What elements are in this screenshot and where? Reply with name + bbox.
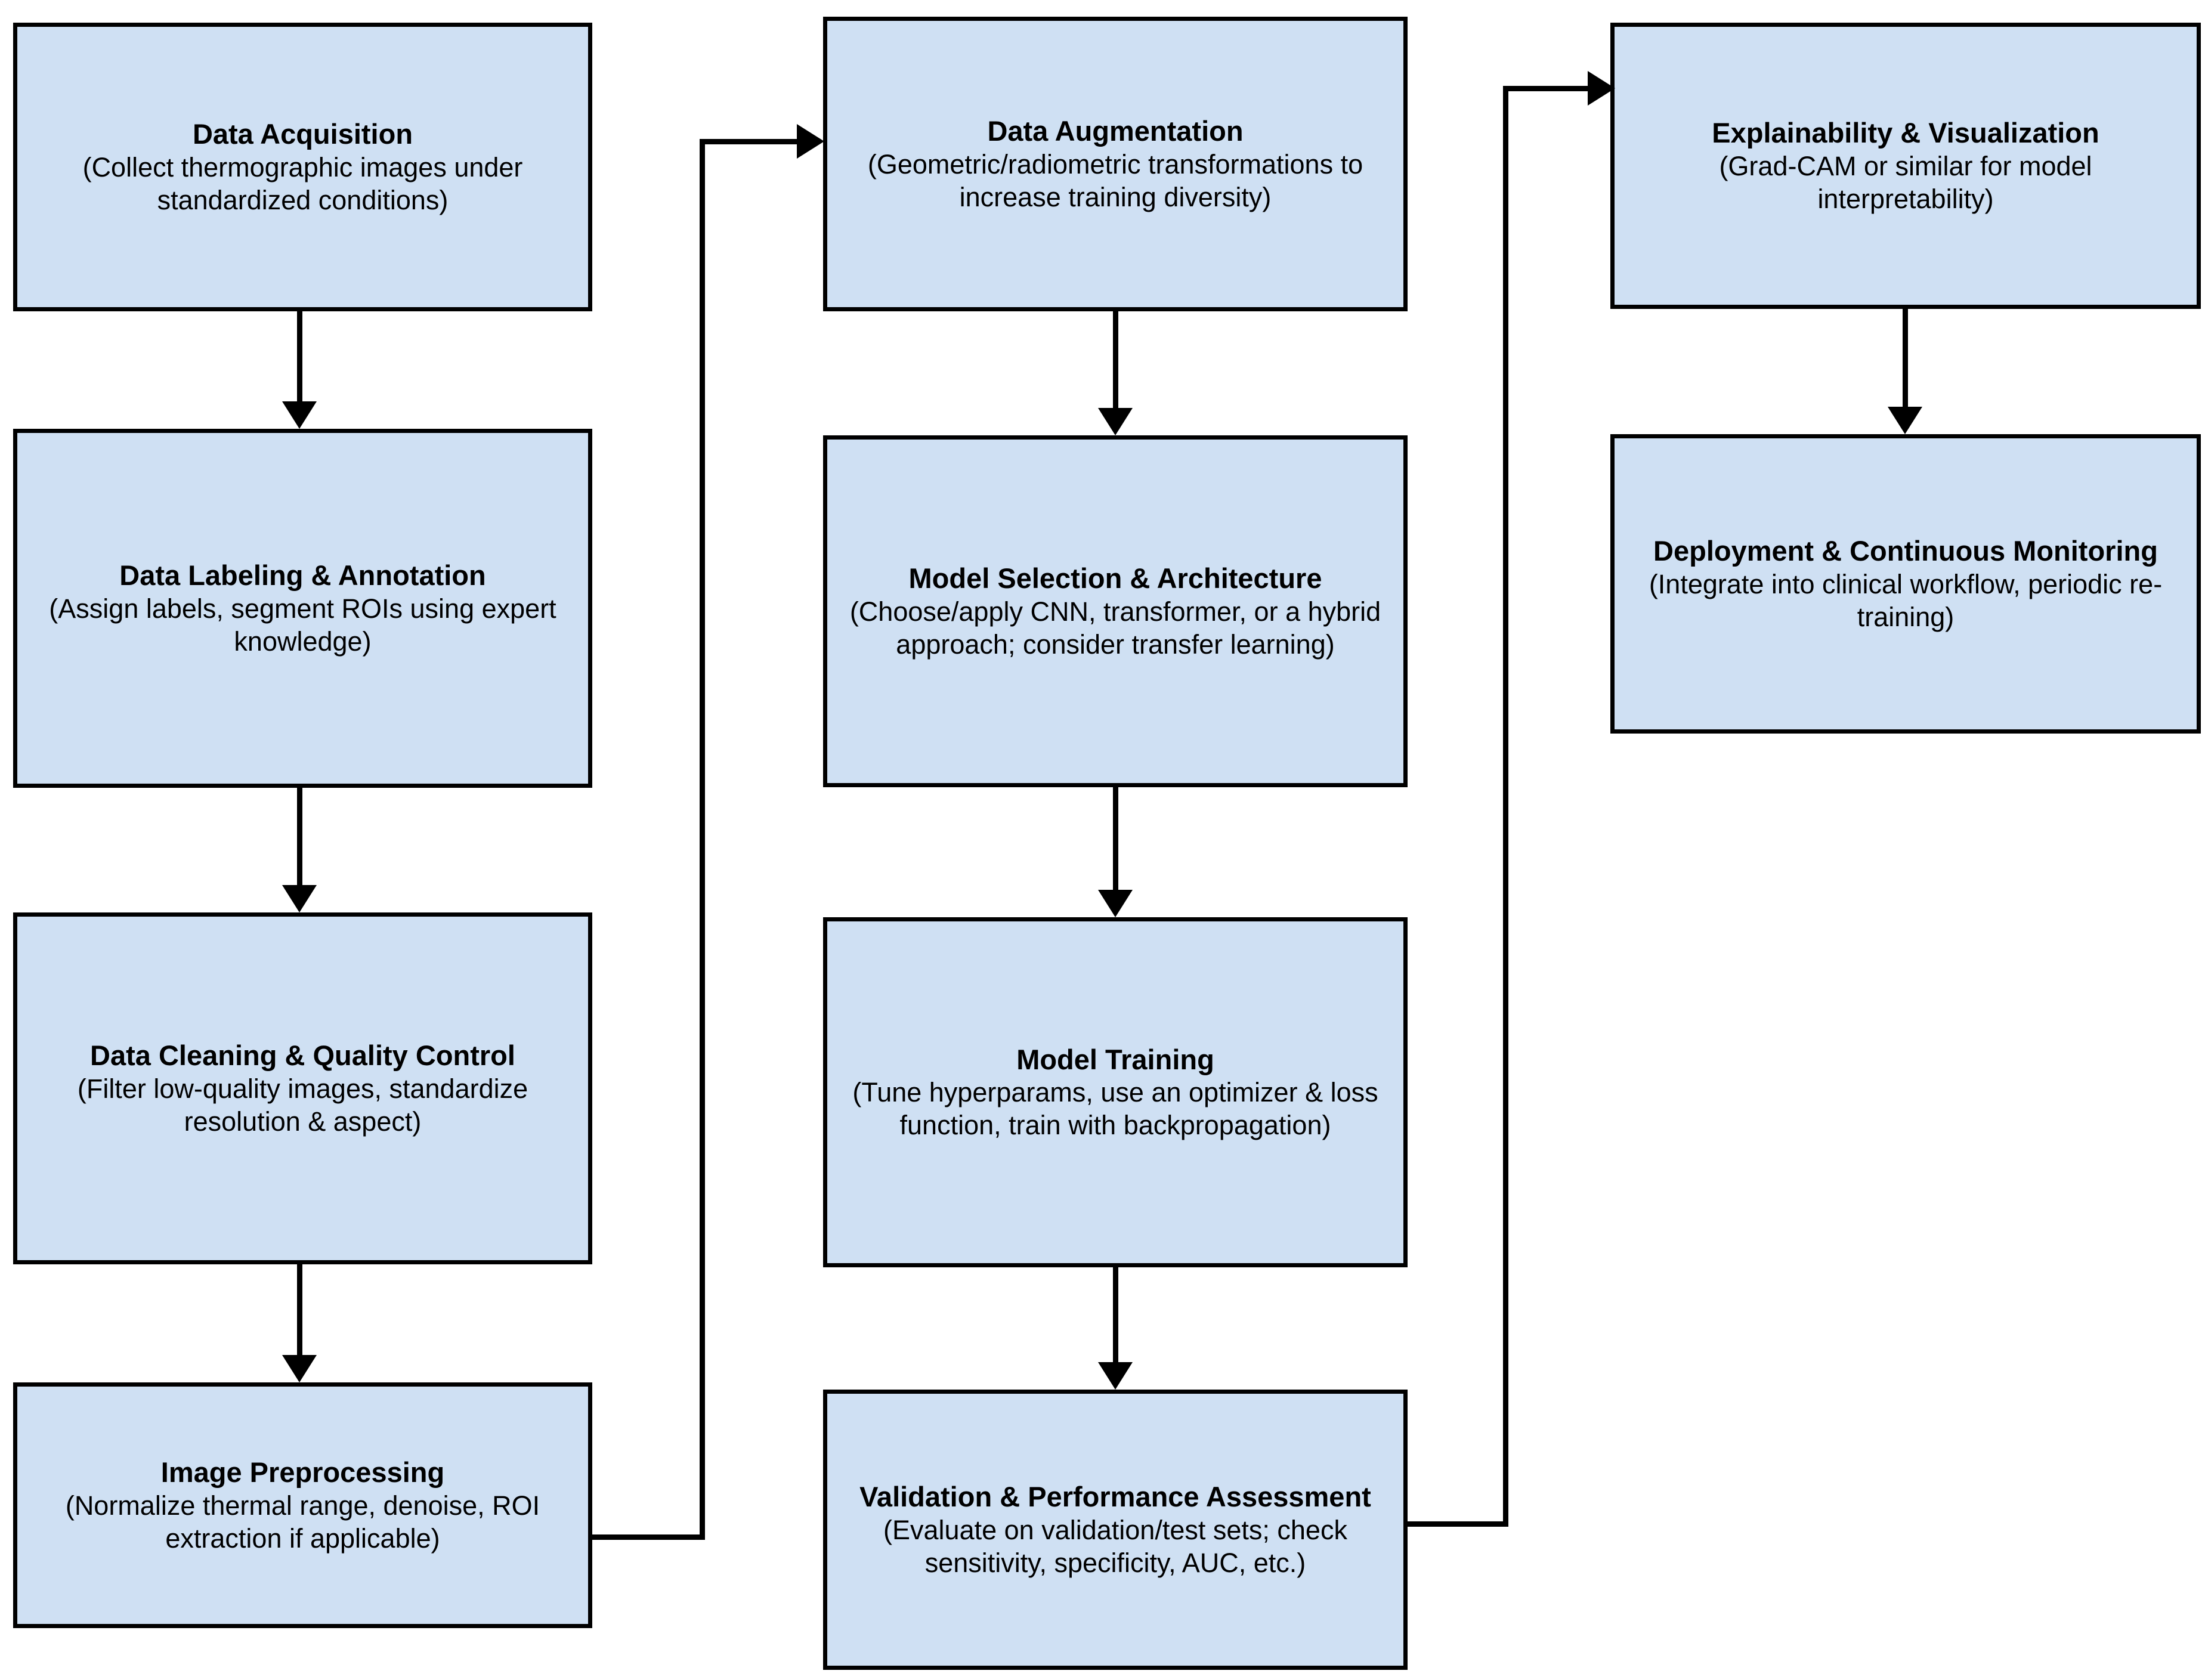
node-subtitle: (Filter low-quality images, standardize … [77,1073,528,1137]
node-title: Explainability & Visualization [1712,117,2099,149]
node-title: Data Labeling & Annotation [119,559,486,592]
edge-acquisition-to-labeling-arrowhead [282,401,317,429]
edge-selection-to-training-arrowhead [1098,890,1133,917]
node-title: Validation & Performance Assessment [859,1481,1371,1513]
node-subtitle: (Normalize thermal range, denoise, ROI e… [65,1490,540,1554]
node-text: Data Labeling & Annotation (Assign label… [17,558,588,658]
node-title: Model Selection & Architecture [908,562,1322,595]
node-explainability-visualization[interactable]: Explainability & Visualization (Grad-CAM… [1610,23,2201,309]
edge-labeling-to-cleaning-line [297,788,302,885]
edge-cleaning-to-preprocessing-line [297,1264,302,1355]
node-subtitle: (Collect thermographic images under stan… [82,151,523,215]
node-subtitle: (Integrate into clinical workflow, perio… [1649,568,2163,632]
edge-augmentation-to-selection-line [1113,311,1118,408]
node-title: Data Augmentation [987,115,1244,147]
edge-selection-to-training-line [1113,787,1118,890]
edge-cleaning-to-preprocessing-arrowhead [282,1355,317,1382]
node-text: Data Cleaning & Quality Control (Filter … [17,1038,588,1138]
node-title: Image Preprocessing [160,1456,445,1489]
node-text: Deployment & Continuous Monitoring (Inte… [1615,534,2197,633]
edge-acquisition-to-labeling-line [297,311,302,401]
node-deployment-continuous-monitoring[interactable]: Deployment & Continuous Monitoring (Inte… [1610,434,2201,734]
node-image-preprocessing[interactable]: Image Preprocessing (Normalize thermal r… [13,1382,592,1628]
node-subtitle: (Choose/apply CNN, transformer, or a hyb… [849,596,1381,660]
node-text: Model Selection & Architecture (Choose/a… [827,561,1403,661]
node-subtitle: (Tune hyperparams, use an optimizer & lo… [852,1077,1378,1141]
edge-training-to-validation-line [1113,1267,1118,1362]
edge-labeling-to-cleaning-arrowhead [282,885,317,912]
edge-validation-to-explainability-seg-right [1408,1521,1508,1527]
node-text: Data Acquisition (Collect thermographic … [17,117,588,216]
node-text: Explainability & Visualization (Grad-CAM… [1615,116,2197,215]
edge-validation-to-explainability-seg-up [1503,86,1508,1527]
edge-explainability-to-deployment-line [1903,309,1908,407]
edge-augmentation-to-selection-arrowhead [1098,408,1133,435]
node-title: Deployment & Continuous Monitoring [1653,535,2158,567]
node-validation-performance-assessment[interactable]: Validation & Performance Assessment (Eva… [823,1390,1408,1670]
node-title: Model Training [1016,1043,1214,1075]
node-title: Data Acquisition [192,118,413,150]
edge-preprocessing-to-augmentation-seg-up [700,139,705,1537]
node-subtitle: (Geometric/radiometric transformations t… [867,148,1363,212]
edge-validation-to-explainability-arrowhead [1588,71,1615,106]
edge-training-to-validation-arrowhead [1098,1362,1133,1390]
node-subtitle: (Assign labels, segment ROIs using exper… [49,593,556,657]
node-title: Data Cleaning & Quality Control [90,1039,515,1072]
edge-validation-to-explainability-seg-into [1503,86,1591,91]
node-text: Validation & Performance Assessment (Eva… [827,1480,1403,1579]
node-text: Image Preprocessing (Normalize thermal r… [17,1455,588,1555]
node-data-acquisition[interactable]: Data Acquisition (Collect thermographic … [13,23,592,311]
edge-preprocessing-to-augmentation-arrowhead [797,124,824,159]
node-text: Data Augmentation (Geometric/radiometric… [827,114,1403,214]
node-subtitle: (Evaluate on validation/test sets; check… [883,1514,1347,1578]
node-data-augmentation[interactable]: Data Augmentation (Geometric/radiometric… [823,17,1408,311]
node-data-cleaning-quality-control[interactable]: Data Cleaning & Quality Control (Filter … [13,912,592,1264]
edge-explainability-to-deployment-arrowhead [1888,407,1922,434]
node-subtitle: (Grad-CAM or similar for model interpret… [1719,150,2092,214]
edge-preprocessing-to-augmentation-seg-into [700,139,800,144]
edge-preprocessing-to-augmentation-seg-right [592,1534,705,1540]
node-model-training[interactable]: Model Training (Tune hyperparams, use an… [823,917,1408,1267]
node-data-labeling-annotation[interactable]: Data Labeling & Annotation (Assign label… [13,429,592,788]
node-text: Model Training (Tune hyperparams, use an… [827,1042,1403,1142]
node-model-selection-architecture[interactable]: Model Selection & Architecture (Choose/a… [823,435,1408,787]
